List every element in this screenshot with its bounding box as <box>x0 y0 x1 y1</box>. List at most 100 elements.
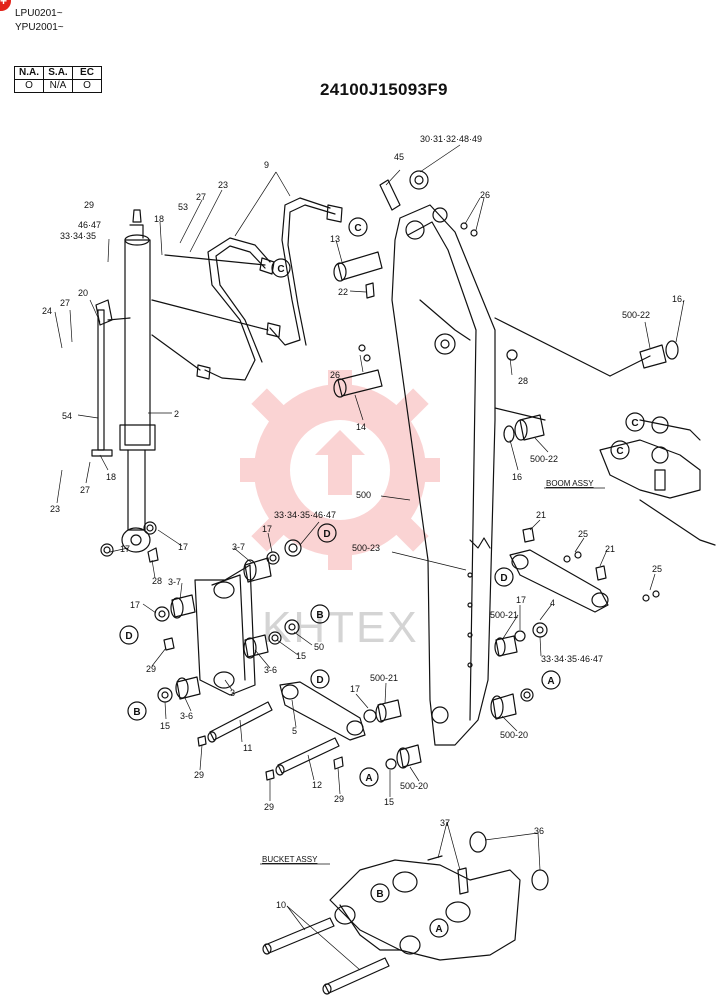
page-title: 24100J15093F9 <box>320 80 448 99</box>
callout-label: 25 <box>578 529 588 539</box>
bushing-3-7-b <box>171 594 196 618</box>
callout-label: 17 <box>120 544 130 554</box>
callout-label: 9 <box>264 160 269 170</box>
bushing-500-21-b <box>495 635 518 657</box>
spec-table: N.A. S.A. EC O N/A O <box>14 66 102 93</box>
pin-11 <box>209 701 273 741</box>
bushing-500-20-b <box>492 693 517 720</box>
callout-label: 33·34·35 <box>60 231 96 241</box>
circled-label: D <box>500 573 507 584</box>
hose-3 <box>204 237 271 381</box>
spec-value-sa: N/A <box>43 79 73 93</box>
circled-label: D <box>316 675 323 686</box>
circled-label: D <box>125 631 132 642</box>
callout-label: 500-20 <box>500 730 528 740</box>
circled-label: A <box>547 676 554 687</box>
pin-10-a <box>264 917 335 954</box>
callout-label: 3-6 <box>180 711 193 721</box>
boom-assy-outline <box>599 439 701 499</box>
bucket-assy-label: BUCKET ASSY <box>262 855 318 864</box>
callout-label: 15 <box>384 797 394 807</box>
callout-label: 27 <box>196 192 206 202</box>
circled-label: C <box>277 264 284 275</box>
callout-label: 5 <box>292 726 297 736</box>
callout-label: 30·31·32·48·49 <box>420 134 482 144</box>
spec-value-na: O <box>14 79 44 93</box>
callout-label: 16. <box>672 294 685 304</box>
callout-label: 10 <box>276 900 286 910</box>
callout-label: 16 <box>512 472 522 482</box>
callout-label: 3-6 <box>264 665 277 675</box>
callout-label: 21 <box>605 544 615 554</box>
callout-label: 500-22 <box>622 310 650 320</box>
pin-10-b <box>324 957 390 994</box>
callout-label: 12 <box>312 780 322 790</box>
bushing-500-20-a <box>399 744 422 768</box>
callout-label: 2 <box>174 409 179 419</box>
callout-label: 50 <box>314 642 324 652</box>
callout-label: 27 <box>80 485 90 495</box>
circled-label: C <box>616 446 623 457</box>
callout-label: 21 <box>536 510 546 520</box>
callout-label: 17 <box>516 595 526 605</box>
callout-label: 29 <box>84 200 94 210</box>
callout-label: 37 <box>440 818 450 828</box>
callout-label: 54 <box>62 411 72 421</box>
pin-13 <box>337 251 383 281</box>
bushing-3-7-a <box>244 557 272 583</box>
red-corner-marker: + <box>0 0 11 11</box>
callout-label: 45 <box>394 152 404 162</box>
callout-label: 46·47 <box>78 220 101 230</box>
callout-label: 13 <box>330 234 340 244</box>
callout-label: 27 <box>60 298 70 308</box>
callout-label: 26 <box>480 190 490 200</box>
link-5 <box>279 681 366 741</box>
callout-label: 500 <box>356 490 371 500</box>
callout-label: 14 <box>356 422 366 432</box>
bushing-3-6-a <box>244 634 269 658</box>
link-3 <box>194 564 256 696</box>
serial-range-2: YPU2001~ <box>15 22 64 33</box>
callout-label: 29 <box>146 664 156 674</box>
callout-label: 15 <box>296 651 306 661</box>
callout-label: 15 <box>160 721 170 731</box>
circled-label: C <box>631 418 638 429</box>
callout-label: 22 <box>338 287 348 297</box>
callout-label: 3 <box>230 688 235 698</box>
bucket-assy-outline <box>329 859 521 961</box>
callout-label: 3-7 <box>168 577 181 587</box>
plus-icon: + <box>0 0 8 8</box>
callout-label: 53 <box>178 202 188 212</box>
callout-label: 17 <box>262 524 272 534</box>
spec-value-ec: O <box>72 79 102 93</box>
bushing-3-6-b <box>176 676 201 700</box>
callout-label: 33·34·35·46·47 <box>541 654 603 664</box>
bushing-500-22-b <box>639 344 667 369</box>
circled-label: B <box>376 889 383 900</box>
callout-label: 24 <box>42 306 52 316</box>
callout-label: 4 <box>550 598 555 608</box>
callout-label: 17 <box>178 542 188 552</box>
watermark-text: KHTEX <box>262 603 419 652</box>
callout-label: 23 <box>50 504 60 514</box>
callout-label: 29 <box>194 770 204 780</box>
callout-label: 20 <box>78 288 88 298</box>
callout-label: 33·34·35·46·47 <box>274 510 336 520</box>
boom-assy-label: BOOM ASSY <box>546 479 594 488</box>
circled-label: B <box>133 707 140 718</box>
bushing-500-21-a <box>377 699 402 722</box>
callout-label: 500-22 <box>530 454 558 464</box>
callout-label: 500-21 <box>370 673 398 683</box>
callout-label: 29 <box>264 802 274 812</box>
callout-label: 28 <box>152 576 162 586</box>
callout-label: 25 <box>652 564 662 574</box>
circled-label: B <box>316 610 323 621</box>
callout-label: 500-20 <box>400 781 428 791</box>
link-4 <box>509 549 609 613</box>
callout-label: 23 <box>218 180 228 190</box>
callout-label: 500-23 <box>352 543 380 553</box>
circled-label: D <box>323 529 330 540</box>
watermark-gear-logo <box>240 370 440 570</box>
callout-label: 36 <box>534 826 544 836</box>
pin-12 <box>277 737 340 774</box>
